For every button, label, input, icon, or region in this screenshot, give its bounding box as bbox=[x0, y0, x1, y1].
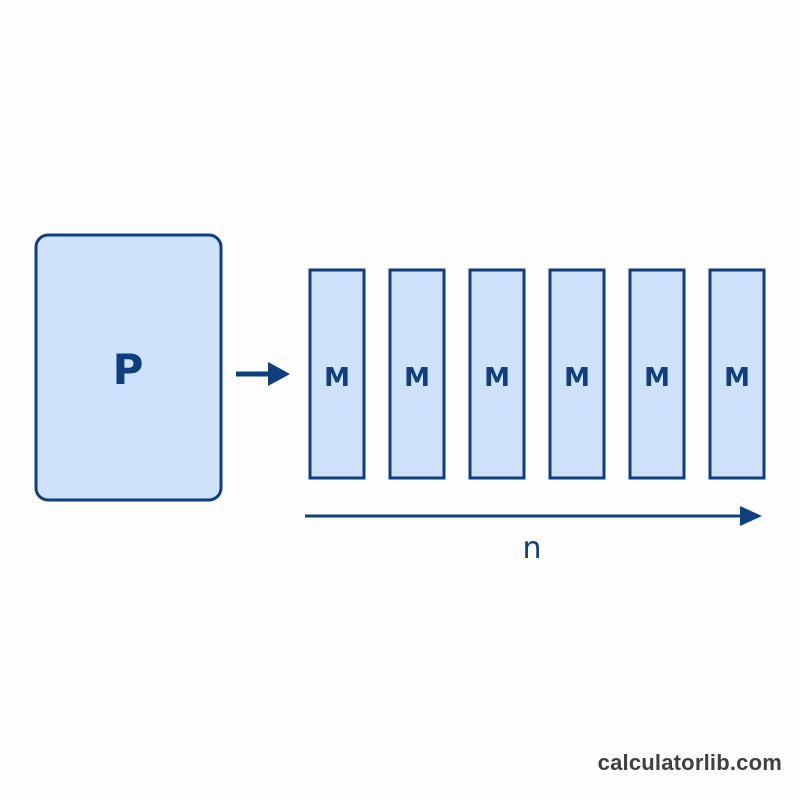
m-box-label: M bbox=[564, 363, 590, 393]
m-box-label: M bbox=[324, 363, 350, 393]
m-box: M bbox=[468, 268, 526, 480]
m-box-shape bbox=[548, 268, 606, 480]
m-box: M bbox=[628, 268, 686, 480]
m-box-label: M bbox=[724, 363, 750, 393]
m-box-shape bbox=[388, 268, 446, 480]
m-box: M bbox=[708, 268, 766, 480]
n-axis-label: n bbox=[522, 531, 541, 566]
flow-arrow bbox=[236, 362, 290, 386]
m-box-label: M bbox=[404, 363, 430, 393]
m-box-label: M bbox=[484, 363, 510, 393]
m-box: M bbox=[388, 268, 446, 480]
n-axis: n bbox=[305, 506, 762, 566]
m-box-shape bbox=[468, 268, 526, 480]
watermark: calculatorlib.com bbox=[597, 750, 782, 775]
source-box: P bbox=[34, 233, 223, 502]
m-box-shape bbox=[628, 268, 686, 480]
m-box: M bbox=[548, 268, 606, 480]
m-box: M bbox=[308, 268, 366, 480]
m-box-shape bbox=[708, 268, 766, 480]
m-box-label: M bbox=[644, 363, 670, 393]
source-box-shape bbox=[34, 233, 223, 502]
source-box-label: P bbox=[113, 345, 144, 394]
m-box-shape bbox=[308, 268, 366, 480]
